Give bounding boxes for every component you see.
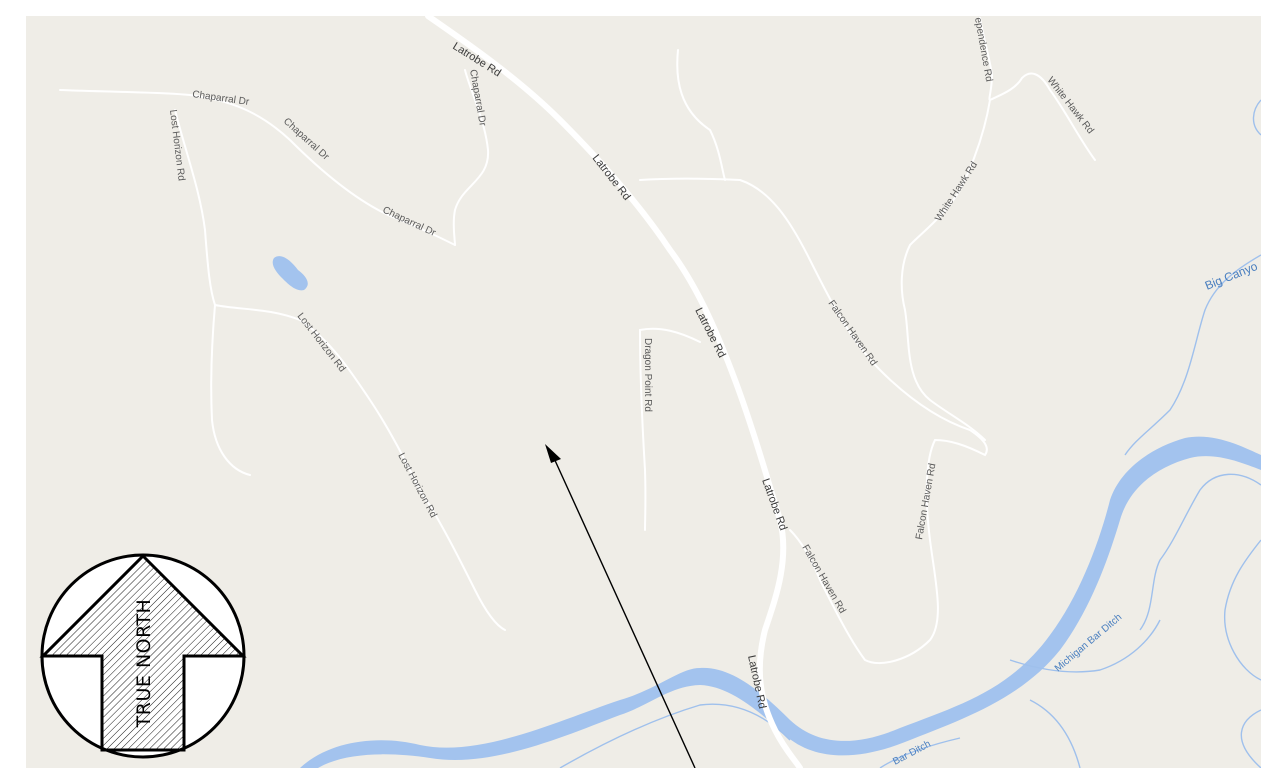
- michigan-bar-ditch: [1009, 619, 1161, 673]
- true-north-compass: TRUE NORTH: [39, 553, 247, 759]
- lost-horizon-rd-road: [174, 109, 506, 631]
- stream-south-1: [1029, 699, 1081, 768]
- arrowhead-icon: [545, 444, 561, 463]
- dragon-point-rd-label: Dragon Point Rd: [642, 338, 653, 412]
- independence-rd-road: [979, 17, 994, 101]
- dragon-point-rd-road: [638, 327, 701, 531]
- lost-horizon-rd-spur: [210, 304, 251, 476]
- falcon-haven-rd-north: [676, 49, 726, 181]
- latrobe-rd-road: [425, 13, 803, 768]
- chaparral-dr-road: [59, 89, 456, 246]
- stream-south-3: [879, 737, 961, 768]
- stream-east-2: [1224, 539, 1261, 681]
- minor-roads: [59, 17, 1096, 665]
- water-features: [272, 99, 1261, 768]
- true-north-label: TRUE NORTH: [133, 599, 155, 729]
- big-canyon-creek: [1124, 254, 1261, 456]
- stream-top-right: [1252, 99, 1261, 136]
- main-river: [300, 436, 1261, 768]
- white-hawk-rd-road: [900, 72, 1096, 441]
- site-direction-line: [545, 444, 696, 768]
- north-arrow-icon: [39, 553, 247, 752]
- stream-southeast: [1240, 709, 1261, 768]
- falcon-haven-rd-road-upper: [639, 177, 988, 665]
- stream-east-1: [1139, 473, 1261, 631]
- stream-south-2: [559, 703, 791, 768]
- chaparral-dr-north-road: [452, 69, 490, 246]
- pond: [272, 256, 308, 291]
